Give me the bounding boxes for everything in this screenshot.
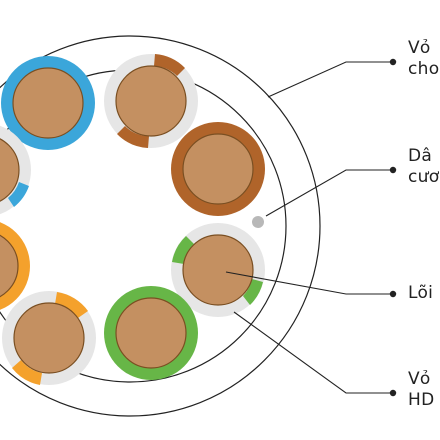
- label-core-line-1: Lõi: [408, 283, 434, 303]
- ripcord: [252, 216, 264, 228]
- dot-icon: [389, 166, 397, 174]
- conductor-orange-stripe: [2, 291, 96, 385]
- leader-line-jacket: [267, 61, 390, 98]
- leader-line-ripcord: [265, 169, 390, 217]
- label-ripcord-line-1: Dâ: [408, 146, 433, 166]
- conductor-green-solid: [104, 286, 198, 380]
- conductor-orange-solid: [0, 222, 30, 310]
- label-insulation-line-1: Vỏ: [408, 369, 431, 389]
- conductor-blue-solid: [1, 56, 95, 150]
- conductor-blue-stripe: [0, 125, 31, 215]
- label-core: Lõi: [408, 283, 433, 304]
- label-jacket-line-2: cho: [408, 59, 440, 79]
- dot-icon: [389, 389, 397, 397]
- dot-icon: [389, 58, 397, 66]
- label-ripcord-line-2: cươ: [408, 167, 440, 187]
- label-jacket-line-1: Vỏ: [408, 38, 431, 58]
- conductor-brown-solid: [171, 122, 265, 216]
- label-ripcord: Dâ cươ: [408, 146, 439, 188]
- label-insulation: Vỏ HD: [408, 369, 434, 411]
- label-jacket: Vỏ cho: [408, 38, 439, 80]
- label-insulation-line-2: HD: [408, 390, 435, 410]
- leader-line-insulation: [233, 311, 390, 394]
- leader-line-core: [225, 271, 390, 295]
- dot-icon: [389, 290, 397, 298]
- conductor-green-stripe: [171, 223, 265, 317]
- conductor-brown-stripe: [104, 54, 198, 148]
